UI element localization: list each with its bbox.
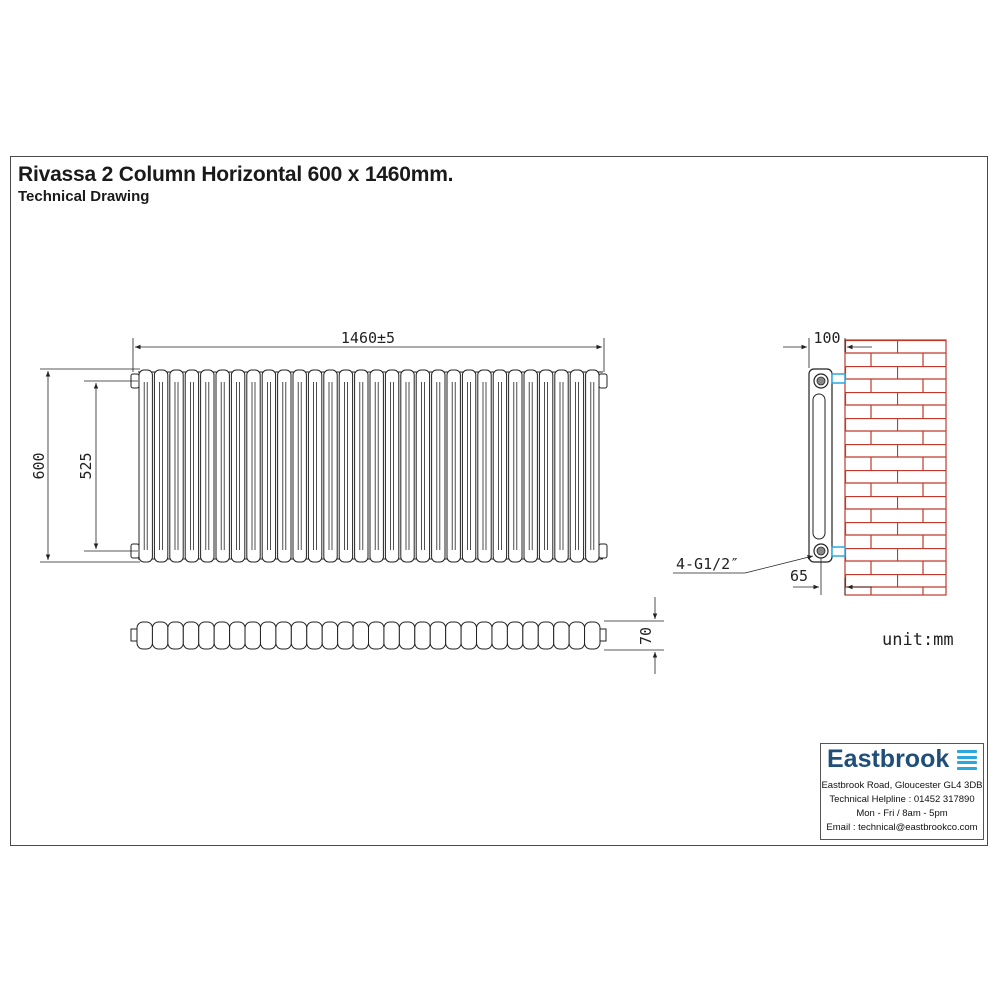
pipe-centres-dimension	[84, 380, 138, 552]
top-section	[352, 621, 370, 650]
radiator-column	[307, 369, 323, 563]
radiator-column	[230, 369, 246, 563]
wall-distance-label: 100	[813, 329, 840, 347]
radiator-column	[354, 369, 369, 563]
top-section	[398, 621, 416, 650]
company-address: Eastbrook Road, Gloucester GL4 3DB	[821, 780, 983, 791]
radiator-column	[200, 369, 215, 563]
radiator-column	[461, 369, 477, 563]
radiator-column	[169, 369, 184, 563]
connection-label: 4-G1/2″	[676, 555, 739, 573]
technical-helpline: Technical Helpline : 01452 317890	[829, 794, 975, 805]
top-section	[136, 621, 153, 650]
radiator-column	[538, 369, 554, 563]
radiator-column	[508, 369, 523, 563]
top-section	[506, 621, 524, 650]
radiator-columns	[130, 369, 608, 563]
bottom-bracket	[831, 546, 846, 557]
radiator-column	[431, 369, 446, 563]
top-section	[244, 621, 261, 650]
top-section	[290, 621, 308, 650]
radiator-column	[569, 369, 585, 563]
radiator-column	[400, 369, 415, 563]
radiator-column	[585, 369, 600, 563]
wall-distance-dimension	[783, 338, 872, 368]
radiator-front-view	[130, 369, 608, 563]
top-section	[445, 621, 462, 650]
pipe-centres-label: 525	[77, 452, 95, 479]
height-label: 600	[30, 452, 48, 479]
top-section	[321, 621, 339, 650]
top-section	[568, 621, 586, 650]
top-section	[429, 621, 447, 650]
radiator-column	[184, 369, 200, 563]
width-label: 1460±5	[341, 329, 395, 347]
radiator-column	[215, 369, 230, 563]
top-section	[167, 621, 184, 650]
radiator-column	[523, 369, 538, 563]
top-section	[584, 621, 601, 650]
end-plug	[598, 543, 608, 559]
opening-hours: Mon - Fri / 8am - 5pm	[856, 808, 948, 819]
radiator-top-view	[130, 621, 607, 650]
page-subtitle: Technical Drawing	[18, 188, 150, 205]
top-section	[337, 621, 354, 650]
pipe-offset-dimension	[793, 558, 872, 595]
top-section	[476, 621, 493, 650]
company-info-box: Eastbrook Eastbrook Road, Gloucester GL4…	[820, 743, 984, 840]
top-section	[182, 621, 200, 650]
radiator-column	[492, 369, 508, 563]
depth-label: 70	[637, 627, 655, 645]
radiator-column	[261, 369, 277, 563]
top-section	[151, 621, 169, 650]
unit-label: unit:mm	[882, 630, 954, 650]
pipe-offset-label: 65	[790, 567, 808, 585]
depth-dimension	[604, 597, 664, 674]
radiator-column	[477, 369, 492, 563]
radiator-column	[277, 369, 292, 563]
top-section	[229, 621, 246, 650]
radiator-side-view	[808, 368, 846, 563]
radiator-column	[446, 369, 461, 563]
top-section	[460, 621, 478, 650]
top-section	[275, 621, 292, 650]
radiator-column	[384, 369, 400, 563]
support-email: Email : technical@eastbrookco.com	[826, 822, 978, 833]
top-section	[522, 621, 539, 650]
top-view-sections	[130, 621, 607, 650]
wall-bricks	[844, 339, 947, 596]
top-section	[259, 621, 277, 650]
width-dimension	[132, 338, 605, 372]
drawing-sheet-border	[10, 156, 988, 846]
radiator-column	[415, 369, 431, 563]
top-end-cap	[130, 628, 138, 642]
top-section	[368, 621, 385, 650]
connection-leader	[673, 555, 814, 574]
radiator-column	[323, 369, 338, 563]
radiator-column	[554, 369, 569, 563]
top-section	[553, 621, 570, 650]
company-logo-text: Eastbrook	[827, 745, 950, 773]
wave-lines-icon	[957, 750, 977, 774]
radiator-column	[338, 369, 354, 563]
radiator-column	[246, 369, 261, 563]
height-dimension	[40, 368, 140, 563]
radiator-column	[153, 369, 169, 563]
top-section	[213, 621, 231, 650]
radiator-column	[369, 369, 384, 563]
end-plug	[598, 373, 608, 389]
top-section	[414, 621, 431, 650]
top-section	[383, 621, 400, 650]
top-bracket	[831, 373, 846, 384]
radiator-column	[292, 369, 307, 563]
top-section	[491, 621, 508, 650]
top-section	[537, 621, 555, 650]
page-title: Rivassa 2 Column Horizontal 600 x 1460mm…	[18, 163, 454, 186]
top-end-cap	[599, 628, 607, 642]
top-section	[306, 621, 323, 650]
radiator-column	[138, 369, 153, 563]
top-section	[198, 621, 215, 650]
